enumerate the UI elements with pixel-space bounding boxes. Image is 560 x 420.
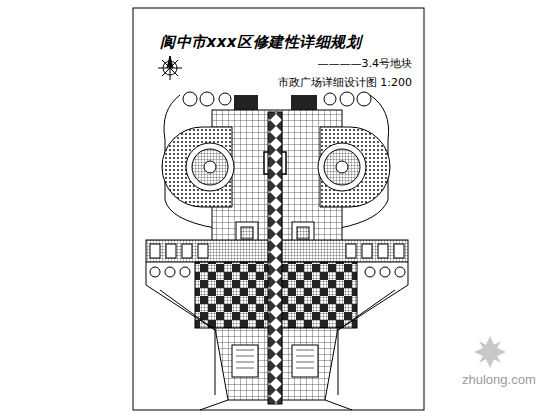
drawing-name-scale: 市政广场详细设计图 1:200 [278, 75, 412, 90]
drawing-title: 阆中市xxx区修建性详细规划 [160, 33, 361, 52]
plot-number: ————3.4号地块 [318, 56, 413, 71]
watermark: zhulong.com [462, 372, 536, 387]
